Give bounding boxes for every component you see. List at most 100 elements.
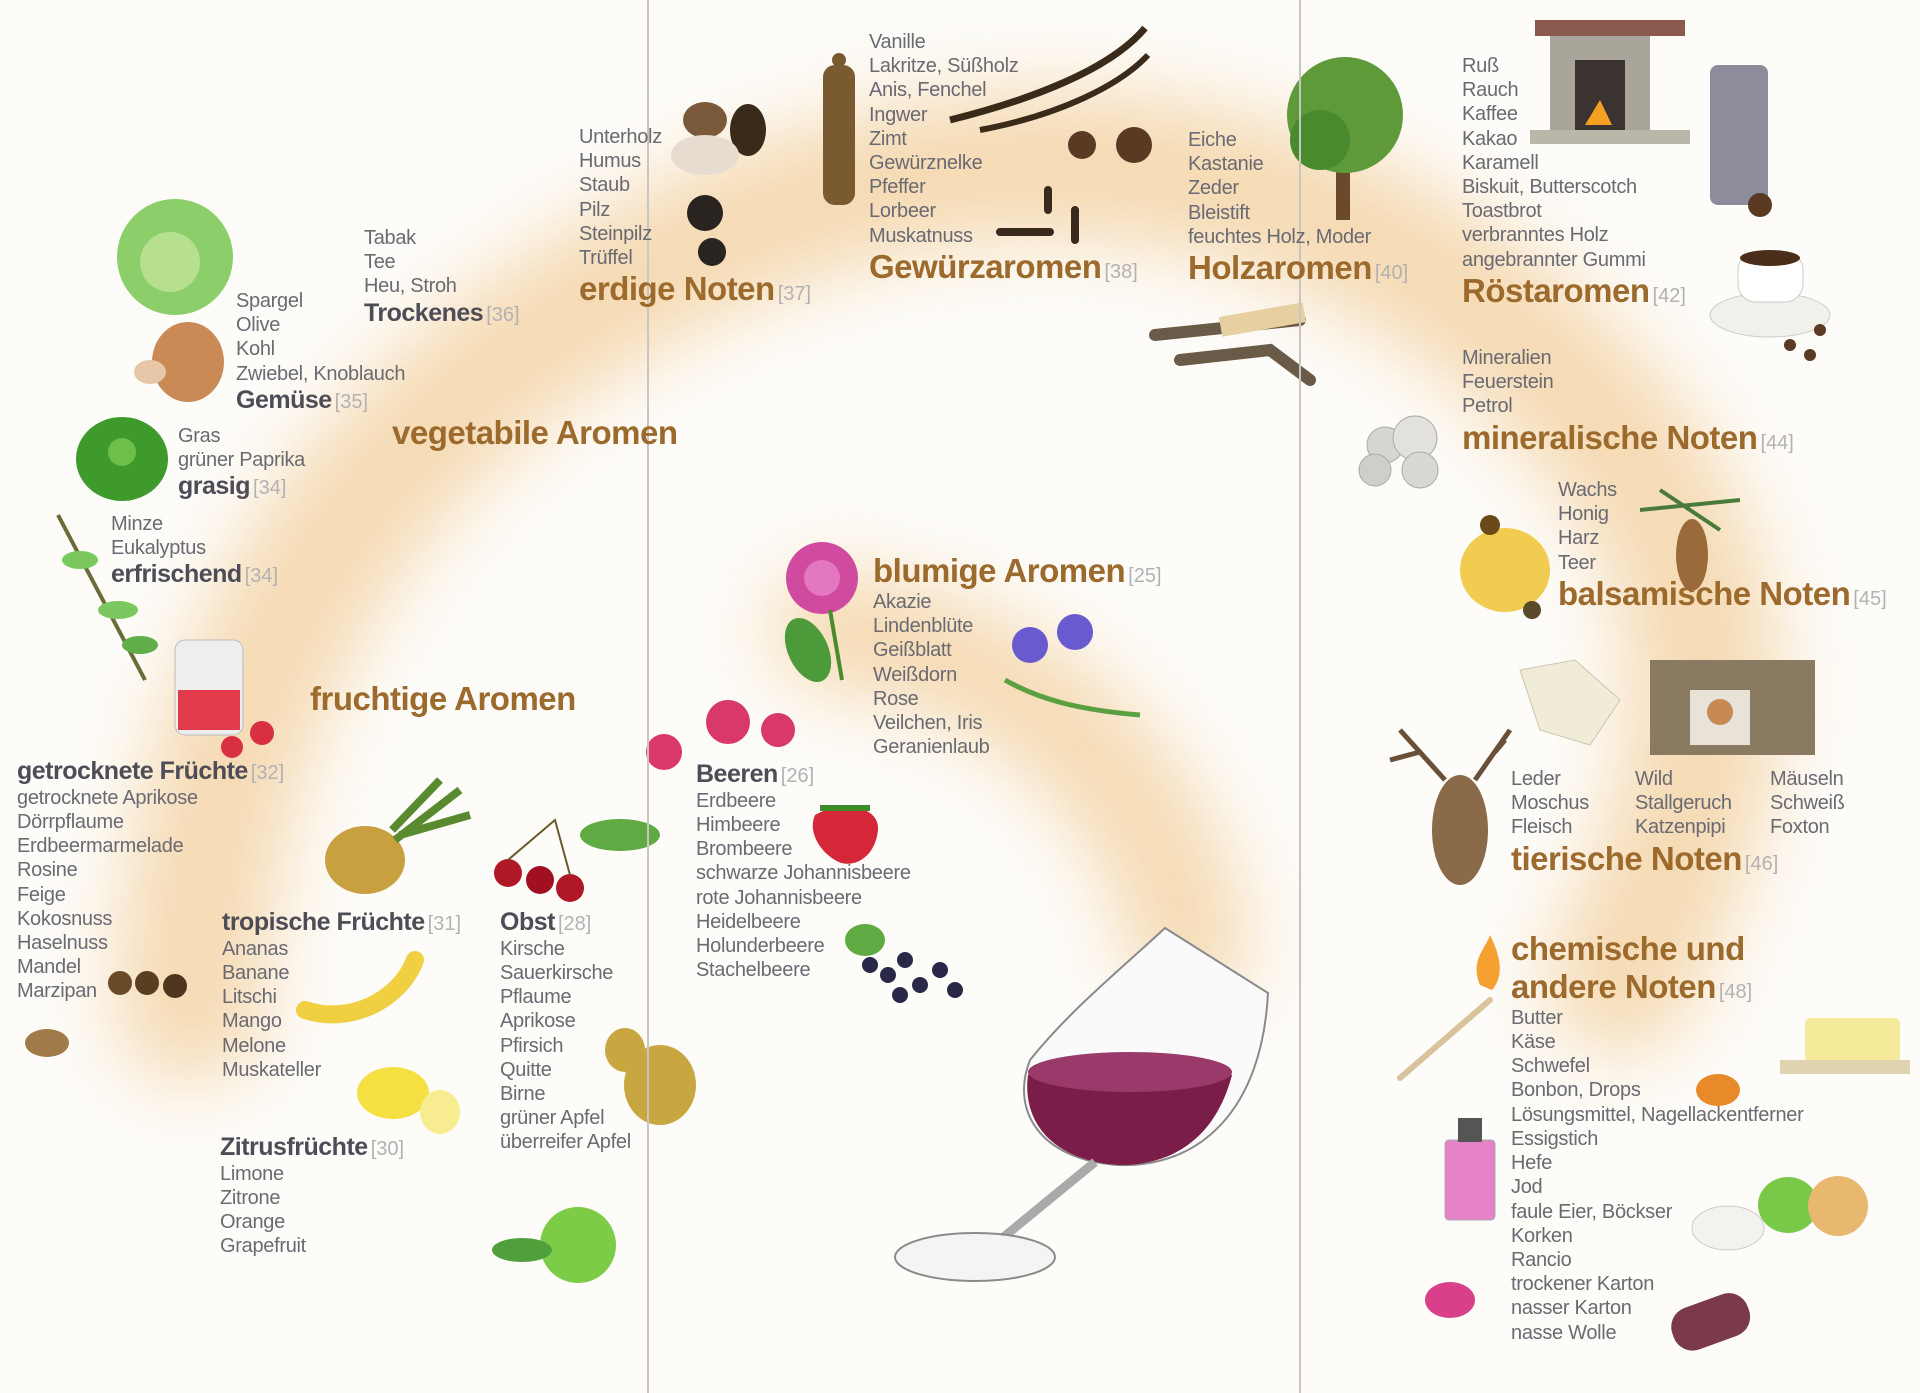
aroma-group-heading: getrocknete Früchte[32]	[17, 757, 284, 786]
aroma-item: Zitrone	[220, 1186, 281, 1209]
cabbage-icon	[117, 199, 233, 315]
heading-title: Holzaromen	[1188, 249, 1372, 287]
aroma-item: angebrannter Gummi	[1462, 248, 1646, 271]
aroma-item: Fleisch	[1511, 816, 1573, 839]
aroma-item: Vanille	[869, 31, 926, 53]
aroma-item: Pfeffer	[869, 176, 926, 199]
aroma-item: Sauerkirsche	[500, 961, 614, 984]
green-pepper-icon	[76, 417, 168, 501]
aroma-item: Unterholz	[579, 126, 662, 148]
aroma-item: Aprikose	[500, 1010, 576, 1033]
aroma-group-heading: Trockenes[36]	[364, 299, 520, 328]
heading-title: Trockenes	[364, 298, 484, 327]
aroma-item: Hefe	[1511, 1152, 1553, 1175]
aroma-item: Humus	[579, 150, 641, 173]
category-fruchtige-aromen: fruchtige Aromen	[310, 680, 576, 718]
aroma-item: Ingwer	[869, 103, 928, 126]
page-reference: [25]	[1128, 565, 1162, 587]
aroma-item: grüner Apfel	[500, 1107, 605, 1130]
page-reference: [34]	[244, 565, 279, 588]
aroma-item: Rose	[873, 687, 919, 710]
aroma-item: Katzenpipi	[1635, 816, 1726, 839]
aroma-item: Mäuseln	[1770, 768, 1844, 790]
aroma-item: Schweiß	[1770, 792, 1845, 815]
rose-icon	[784, 542, 858, 682]
heading-title: getrocknete Früchte	[17, 757, 248, 785]
wood-sticks-icon	[1149, 302, 1316, 386]
heading-title: chemische und andere Noten	[1511, 930, 1745, 1005]
butter-icon	[1780, 1018, 1910, 1074]
aroma-item: Pflaume	[500, 986, 572, 1009]
aroma-item: Käse	[1511, 1031, 1556, 1054]
aroma-item: Korken	[1511, 1224, 1573, 1247]
heading-title: balsamische Noten	[1558, 574, 1851, 612]
aroma-item: Foxton	[1770, 816, 1830, 839]
aroma-item: Erdbeermarmelade	[17, 835, 184, 858]
banana-icon	[296, 951, 424, 1024]
aroma-item: Lösungsmittel, Nagellackentferner	[1511, 1103, 1804, 1126]
aroma-item: Marzipan	[17, 980, 97, 1003]
aroma-item: Kokosnuss	[17, 907, 113, 930]
aroma-item: Bleistift	[1188, 201, 1250, 224]
aroma-item: Orange	[220, 1211, 285, 1234]
aroma-item: Minze	[111, 513, 163, 535]
aroma-item: Feuerstein	[1462, 371, 1554, 394]
heading-title: erdige Noten	[579, 270, 775, 308]
aroma-item: Holunderbeere	[696, 934, 825, 957]
aroma-item: Kirsche	[500, 937, 565, 960]
aroma-group-heading: erfrischend[34]	[111, 560, 278, 589]
aroma-item: Tee	[364, 251, 396, 274]
aroma-item: Spargel	[236, 290, 303, 312]
candy-icon	[1696, 1074, 1740, 1106]
wine-glass-icon	[894, 926, 1270, 1282]
mint-icon	[56, 514, 158, 681]
heading-title: tropische Früchte	[222, 908, 425, 936]
aroma-item: Mango	[222, 1010, 282, 1033]
aroma-item: überreifer Apfel	[500, 1131, 631, 1154]
page-reference: [48]	[1718, 980, 1753, 1003]
match-icon	[1397, 935, 1500, 1081]
mushrooms-icon	[671, 102, 766, 266]
aroma-item: Butter	[1511, 1006, 1563, 1029]
aroma-group-heading: Gemüse[35]	[236, 386, 405, 415]
aroma-item: Stachelbeere	[696, 959, 811, 982]
raspberries-icon	[646, 700, 795, 770]
page-reference: [45]	[1853, 587, 1887, 610]
page-reference: [36]	[486, 303, 520, 326]
aroma-item: Tabak	[364, 227, 416, 249]
aroma-item: nasser Karton	[1511, 1297, 1632, 1320]
aroma-item: Steinpilz	[579, 222, 652, 245]
strawberry-icon	[812, 805, 879, 864]
aroma-item: Olive	[236, 314, 281, 337]
cherries-icon	[494, 818, 660, 902]
aroma-item: Wachs	[1558, 479, 1617, 501]
coffee-cup-icon	[1709, 250, 1831, 361]
tree-icon	[1287, 57, 1403, 220]
aroma-item: Ananas	[222, 937, 289, 960]
page-fold-left	[647, 0, 649, 1393]
aroma-group-heading: erdige Noten[37]	[579, 270, 811, 308]
aroma-item: Erdbeere	[696, 789, 776, 812]
aroma-item: Gras	[178, 425, 221, 447]
page-reference: [35]	[334, 390, 369, 413]
aroma-item: Akazie	[873, 590, 932, 613]
aroma-item: Karamell	[1462, 151, 1539, 174]
heading-title: Gemüse	[236, 385, 332, 414]
cacao-bag-icon	[1710, 65, 1772, 217]
aroma-item: Lindenblüte	[873, 615, 974, 638]
aroma-item: Brombeere	[696, 838, 793, 861]
aroma-group-heading: Gewürzaromen[38]	[869, 248, 1138, 286]
